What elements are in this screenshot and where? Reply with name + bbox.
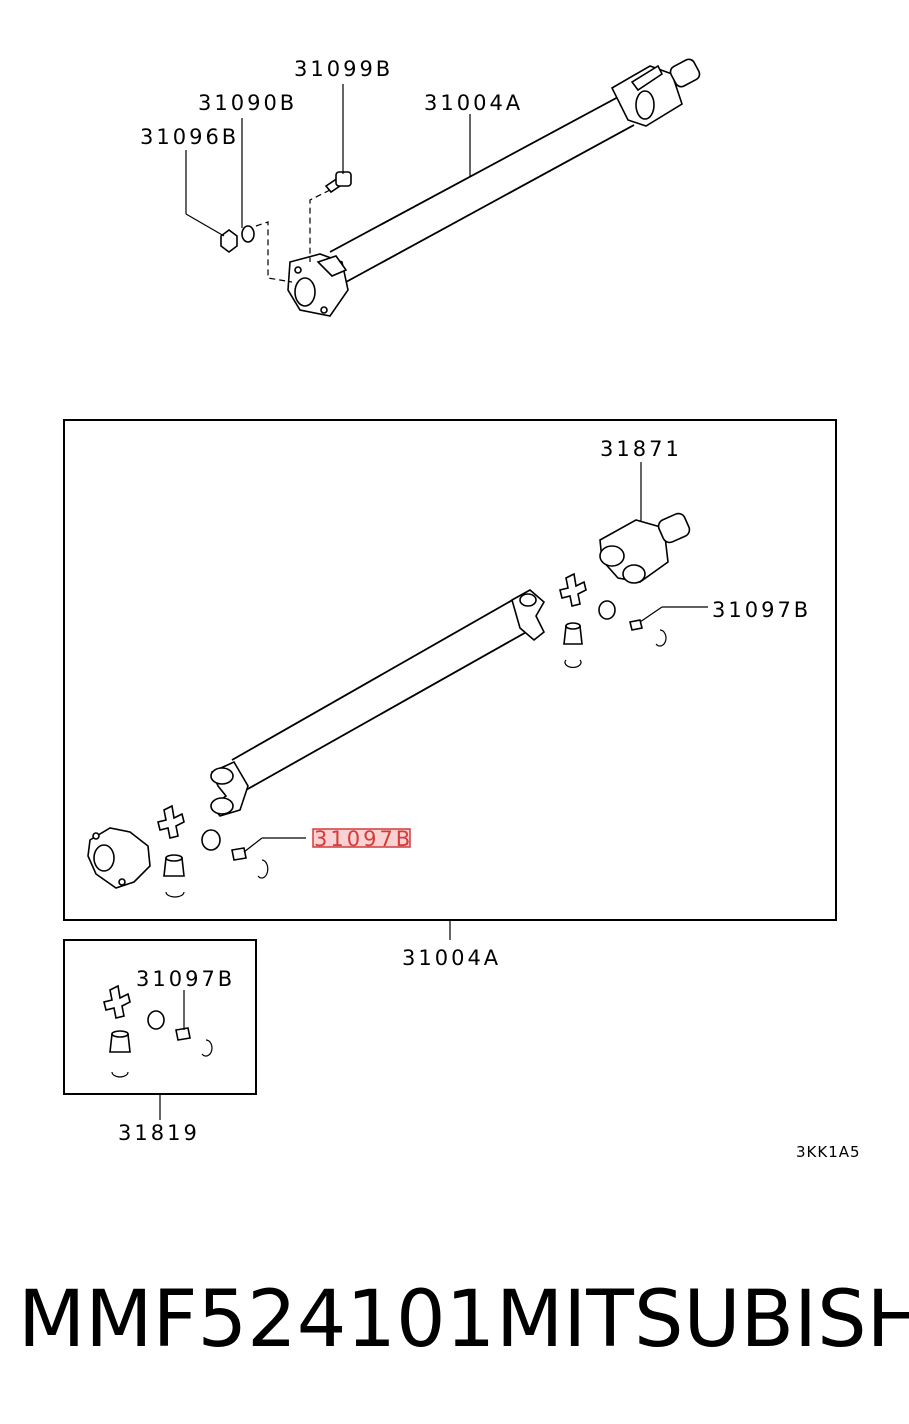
nut-31096b <box>220 229 238 253</box>
kit-parts <box>103 984 213 1120</box>
parts-diagram: 31099B 31090B 31096B 31004A <box>63 57 861 1161</box>
top-propeller-shaft <box>287 58 701 317</box>
footer-caption: MMF524101 MITSUBISHI <box>18 1270 909 1370</box>
part-number: MMF524101 <box>18 1275 496 1365</box>
callout-31096b: 31096B <box>140 125 239 149</box>
assembly-box <box>63 419 837 921</box>
callout-31097b-right: 31097B <box>712 598 811 622</box>
callout-31097b-kit: 31097B <box>136 967 235 991</box>
callout-31099b: 31099B <box>294 57 393 81</box>
bolt-31099b <box>324 171 352 194</box>
top-leader-lines <box>185 84 471 283</box>
exploded-propeller-shaft <box>87 512 691 898</box>
callout-31004a-top: 31004A <box>424 91 523 115</box>
callout-31090b: 31090B <box>198 91 297 115</box>
callout-31819: 31819 <box>118 1121 200 1145</box>
callout-31871: 31871 <box>600 437 682 461</box>
brand-name: MITSUBISHI <box>496 1275 909 1365</box>
washer-31090b <box>241 225 255 243</box>
callout-31004a-box: 31004A <box>402 946 501 970</box>
box-leader-lines <box>243 462 708 940</box>
highlight-box <box>312 828 411 848</box>
diagram-code: 3KK1A5 <box>796 1143 861 1161</box>
callout-31097b-highlighted: 31097B <box>314 827 413 851</box>
